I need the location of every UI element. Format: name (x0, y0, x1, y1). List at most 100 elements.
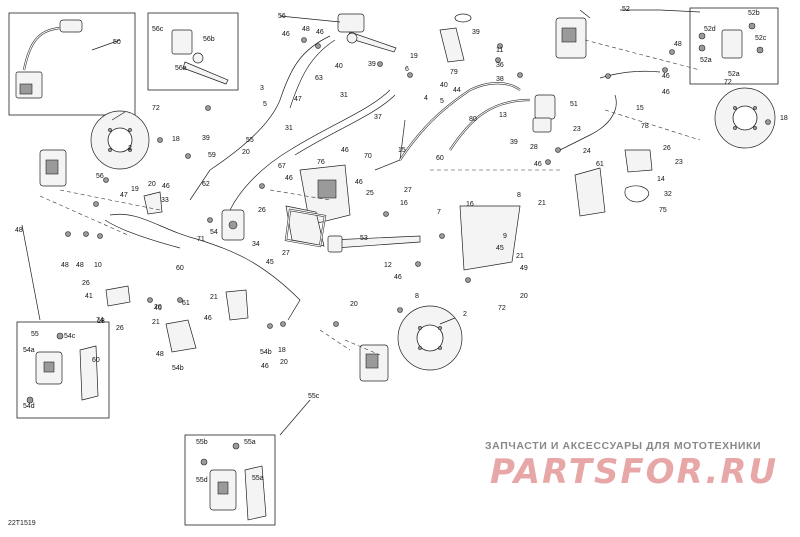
callout-label: 62 (202, 181, 210, 188)
callout-label: 45 (266, 259, 274, 266)
callout-label: 9 (503, 233, 507, 240)
callout-label: 76 (317, 159, 325, 166)
callout-label: 41 (85, 293, 93, 300)
front-left-caliper (39, 149, 67, 187)
callout-label: 21 (210, 294, 218, 301)
front-left-brake-disc (90, 110, 150, 170)
callout-label: 39 (472, 29, 480, 36)
callout-label: 46 (355, 179, 363, 186)
callout-label: 45 (496, 245, 504, 252)
callout-label: 5 (440, 98, 444, 105)
callout-label: 36 (496, 62, 504, 69)
callout-label: 60 (92, 357, 100, 364)
callout-label: 47 (294, 96, 302, 103)
fasteners (65, 37, 771, 329)
callout-label: 46 (316, 29, 324, 36)
callout-label: 46 (261, 363, 269, 370)
callout-label: 19 (410, 53, 418, 60)
callout-label: 51 (570, 101, 578, 108)
callout-label: 44 (453, 87, 461, 94)
callout-label: 56 (278, 13, 286, 20)
callout-label: 67 (278, 163, 286, 170)
callout-label: 55d (196, 477, 208, 484)
callout-label: 18 (97, 318, 105, 325)
callout-label: 75 (659, 207, 667, 214)
left-bracket-small-parts (105, 191, 249, 353)
diagram-code: 22T1519 (8, 520, 36, 527)
callout-label: 31 (285, 125, 293, 132)
callout-label: 26 (663, 145, 671, 152)
callout-label: 4 (424, 95, 428, 102)
callout-label: 24 (583, 148, 591, 155)
callout-label: 8 (415, 293, 419, 300)
callout-label: 46 (285, 175, 293, 182)
front-right-brake-disc (714, 87, 776, 149)
callout-label: 70 (364, 153, 372, 160)
callout-label: 26 (82, 280, 90, 287)
callout-label: 13 (499, 112, 507, 119)
callout-label: 59 (208, 152, 216, 159)
callout-label: 27 (282, 250, 290, 257)
callout-label: 6 (405, 66, 409, 73)
callout-label: 16 (466, 201, 474, 208)
callout-label: 32 (664, 191, 672, 198)
rear-caliper-bracket (574, 167, 606, 217)
callout-label: 46 (394, 274, 402, 281)
callout-label: 3 (260, 85, 264, 92)
grip-sleeve (439, 13, 472, 63)
callout-label: 7 (437, 209, 441, 216)
callout-label: 80 (469, 116, 477, 123)
watermark-logo: PARTSFOR.RU (490, 452, 779, 492)
callout-label: 38 (496, 76, 504, 83)
callout-label: 52a (728, 71, 740, 78)
callout-label: 10 (94, 262, 102, 269)
callout-label: 56c (152, 26, 164, 33)
abs-mounting-frame (285, 205, 325, 247)
callout-label: 55b (196, 439, 208, 446)
handlebar-master-cylinder (337, 13, 397, 53)
callout-label: 46 (162, 183, 170, 190)
callout-label: 55c (308, 393, 320, 400)
callout-label: 39 (202, 135, 210, 142)
callout-label: 72 (724, 79, 732, 86)
callout-label: 15 (398, 147, 406, 154)
callout-label: 34 (252, 241, 260, 248)
callout-label: 46 (534, 161, 542, 168)
callout-labels: 50 56 48 46 39 19 52 11 48 56c 56b 56a 6… (15, 6, 788, 484)
callout-label: 55a (244, 439, 256, 446)
brake-pedal (327, 235, 421, 253)
callout-label: 72 (152, 105, 160, 112)
sensor-cable-loop (624, 185, 650, 203)
callout-label: 20 (154, 304, 162, 311)
rear-brake-disc (397, 305, 463, 371)
callout-label: 26 (258, 207, 266, 214)
callout-label: 5 (263, 101, 267, 108)
callout-label: 56a (175, 65, 187, 72)
callout-label: 18 (172, 136, 180, 143)
callout-label: 21 (538, 200, 546, 207)
callout-label: 61 (182, 300, 190, 307)
leader-lines (21, 9, 701, 436)
callout-label: 60 (436, 155, 444, 162)
callout-label: 48 (302, 26, 310, 33)
callout-label: 56b (203, 36, 215, 43)
callout-label: 20 (148, 181, 156, 188)
rear-caliper (359, 344, 389, 382)
callout-label: 61 (596, 161, 604, 168)
caliper-kit-54-parts (26, 332, 99, 404)
callout-label: 39 (510, 139, 518, 146)
callout-label: 23 (573, 126, 581, 133)
front-right-caliper (555, 17, 587, 59)
brake-lever-assembly (171, 29, 229, 85)
callout-label: 52c (755, 35, 767, 42)
callout-label: 8 (517, 192, 521, 199)
rear-master-cylinder (221, 209, 245, 241)
callout-label: 48 (61, 262, 69, 269)
brake-lines (104, 35, 661, 321)
callout-label: 37 (374, 114, 382, 121)
callout-label: 25 (366, 190, 374, 197)
caliper-kit-55-parts (200, 442, 267, 521)
callout-label: 15 (636, 105, 644, 112)
callout-label: 55 (31, 331, 39, 338)
